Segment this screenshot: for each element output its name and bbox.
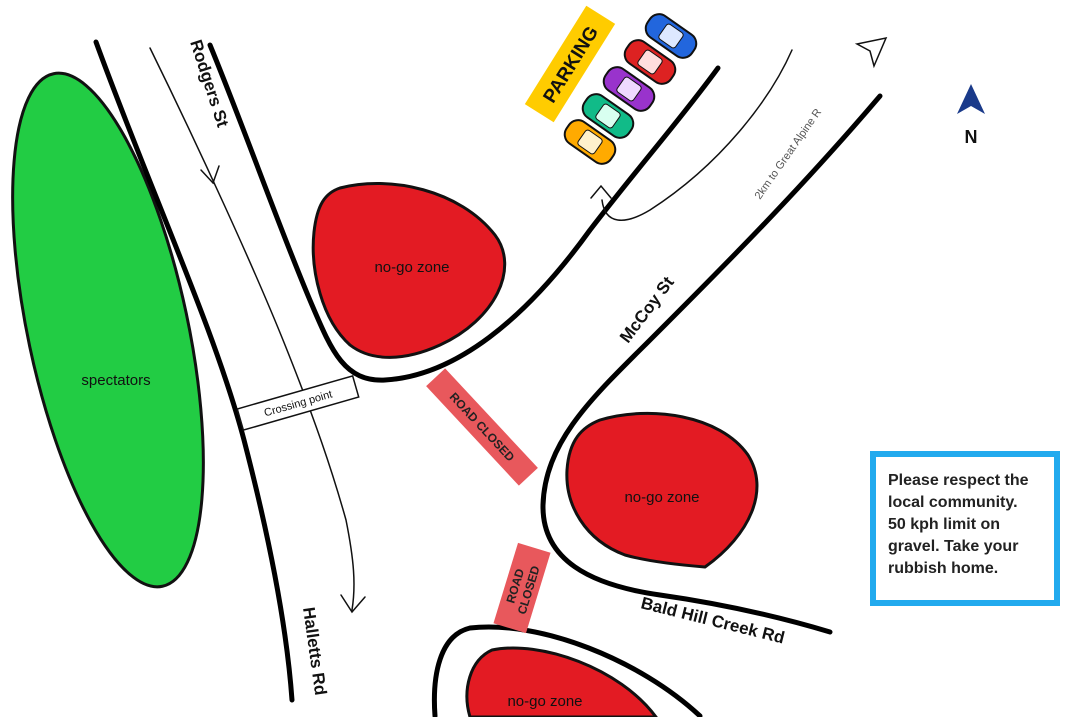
rodgers-st-road (207, 42, 721, 383)
spectators-label: spectators (81, 372, 150, 389)
parked-car-orange (563, 119, 617, 165)
route-arrow-lower (340, 594, 366, 614)
notice-line: 50 kph limit on (888, 516, 1001, 533)
crossing-point: Crossing point (236, 374, 360, 432)
parking-route-line (601, 49, 793, 221)
notice-line: rubbish home. (888, 560, 999, 577)
parked-car-purple (602, 66, 656, 112)
notice-line: local community. (888, 494, 1018, 511)
halletts-rd-label: Halletts Rd (299, 606, 330, 697)
great-alpine-arrow-icon (854, 36, 888, 69)
no-go-zone-1 (311, 182, 507, 359)
notice-line: gravel. Take your (888, 538, 1019, 555)
parking-route-arrow (590, 184, 612, 199)
mccoy-st-road (540, 93, 883, 635)
no-go-zone-2-label: no-go zone (624, 489, 699, 506)
community-notice: Please respect the local community. 50 k… (870, 451, 1060, 606)
halletts-rd-road (93, 39, 295, 703)
no-go-zone-2 (565, 411, 759, 569)
no-go-zone-1-label: no-go zone (374, 259, 449, 276)
no-go-zone-3 (465, 646, 658, 717)
road-closed-sign-1-label: ROAD CLOSED (447, 390, 518, 465)
mccoy-st-label: McCoy St (616, 273, 678, 347)
parked-car-red (623, 39, 677, 85)
road-closed-sign-1: ROAD CLOSED (426, 368, 538, 486)
route-arrow-upper (200, 165, 220, 185)
compass-arrow-icon (957, 84, 985, 114)
no-go-zone-3-label: no-go zone (507, 693, 582, 710)
road-closed-sign-2: ROAD CLOSED (493, 542, 551, 634)
bottom-loop-road (431, 624, 703, 717)
compass-label: N (965, 127, 978, 147)
parked-car-teal (581, 93, 635, 139)
traffic-route-line (149, 47, 355, 611)
parked-car-blue (644, 13, 698, 59)
spectators-area (11, 71, 205, 589)
great-alpine-note: 2km to Great Alpine R (753, 107, 825, 202)
notice-line: Please respect the (888, 472, 1029, 489)
